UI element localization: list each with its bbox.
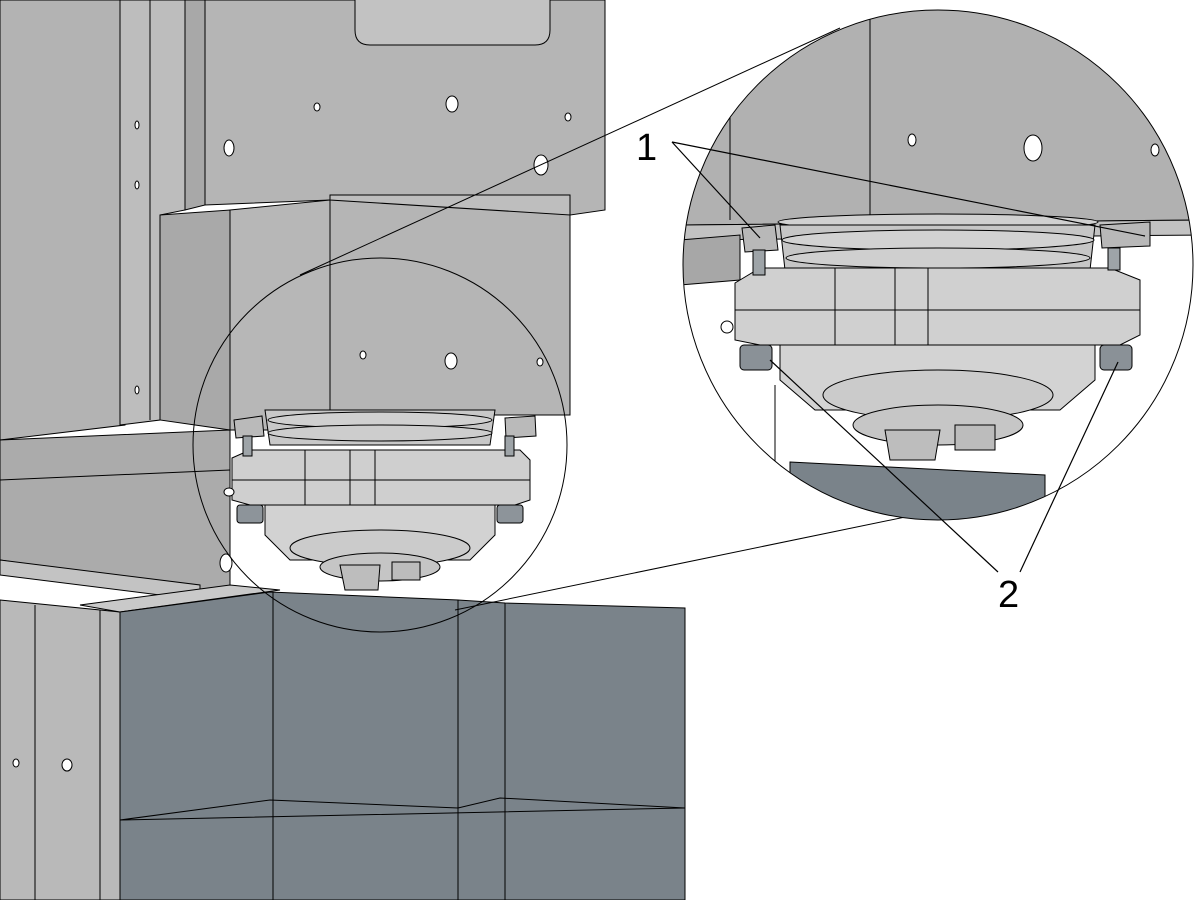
mounting-holes [12, 95, 572, 772]
callout-1: 1 [636, 127, 1146, 239]
detail-source-circle [192, 257, 568, 633]
callout-2-label: 2 [998, 574, 1019, 616]
callout-2: 2 [769, 359, 1119, 616]
fixture-block [119, 591, 686, 900]
zoom-detail [682, 9, 1194, 521]
callout-2-leader-left [769, 359, 999, 573]
spindle-assembly [223, 409, 537, 591]
callout-1-leader-right [671, 141, 1146, 237]
callout-2-leader-right [1019, 361, 1119, 573]
machine-column [0, 0, 606, 900]
zoom-circle-outline [682, 9, 1194, 521]
callout-1-label: 1 [636, 127, 657, 169]
callout-1-leader-left [671, 141, 761, 239]
